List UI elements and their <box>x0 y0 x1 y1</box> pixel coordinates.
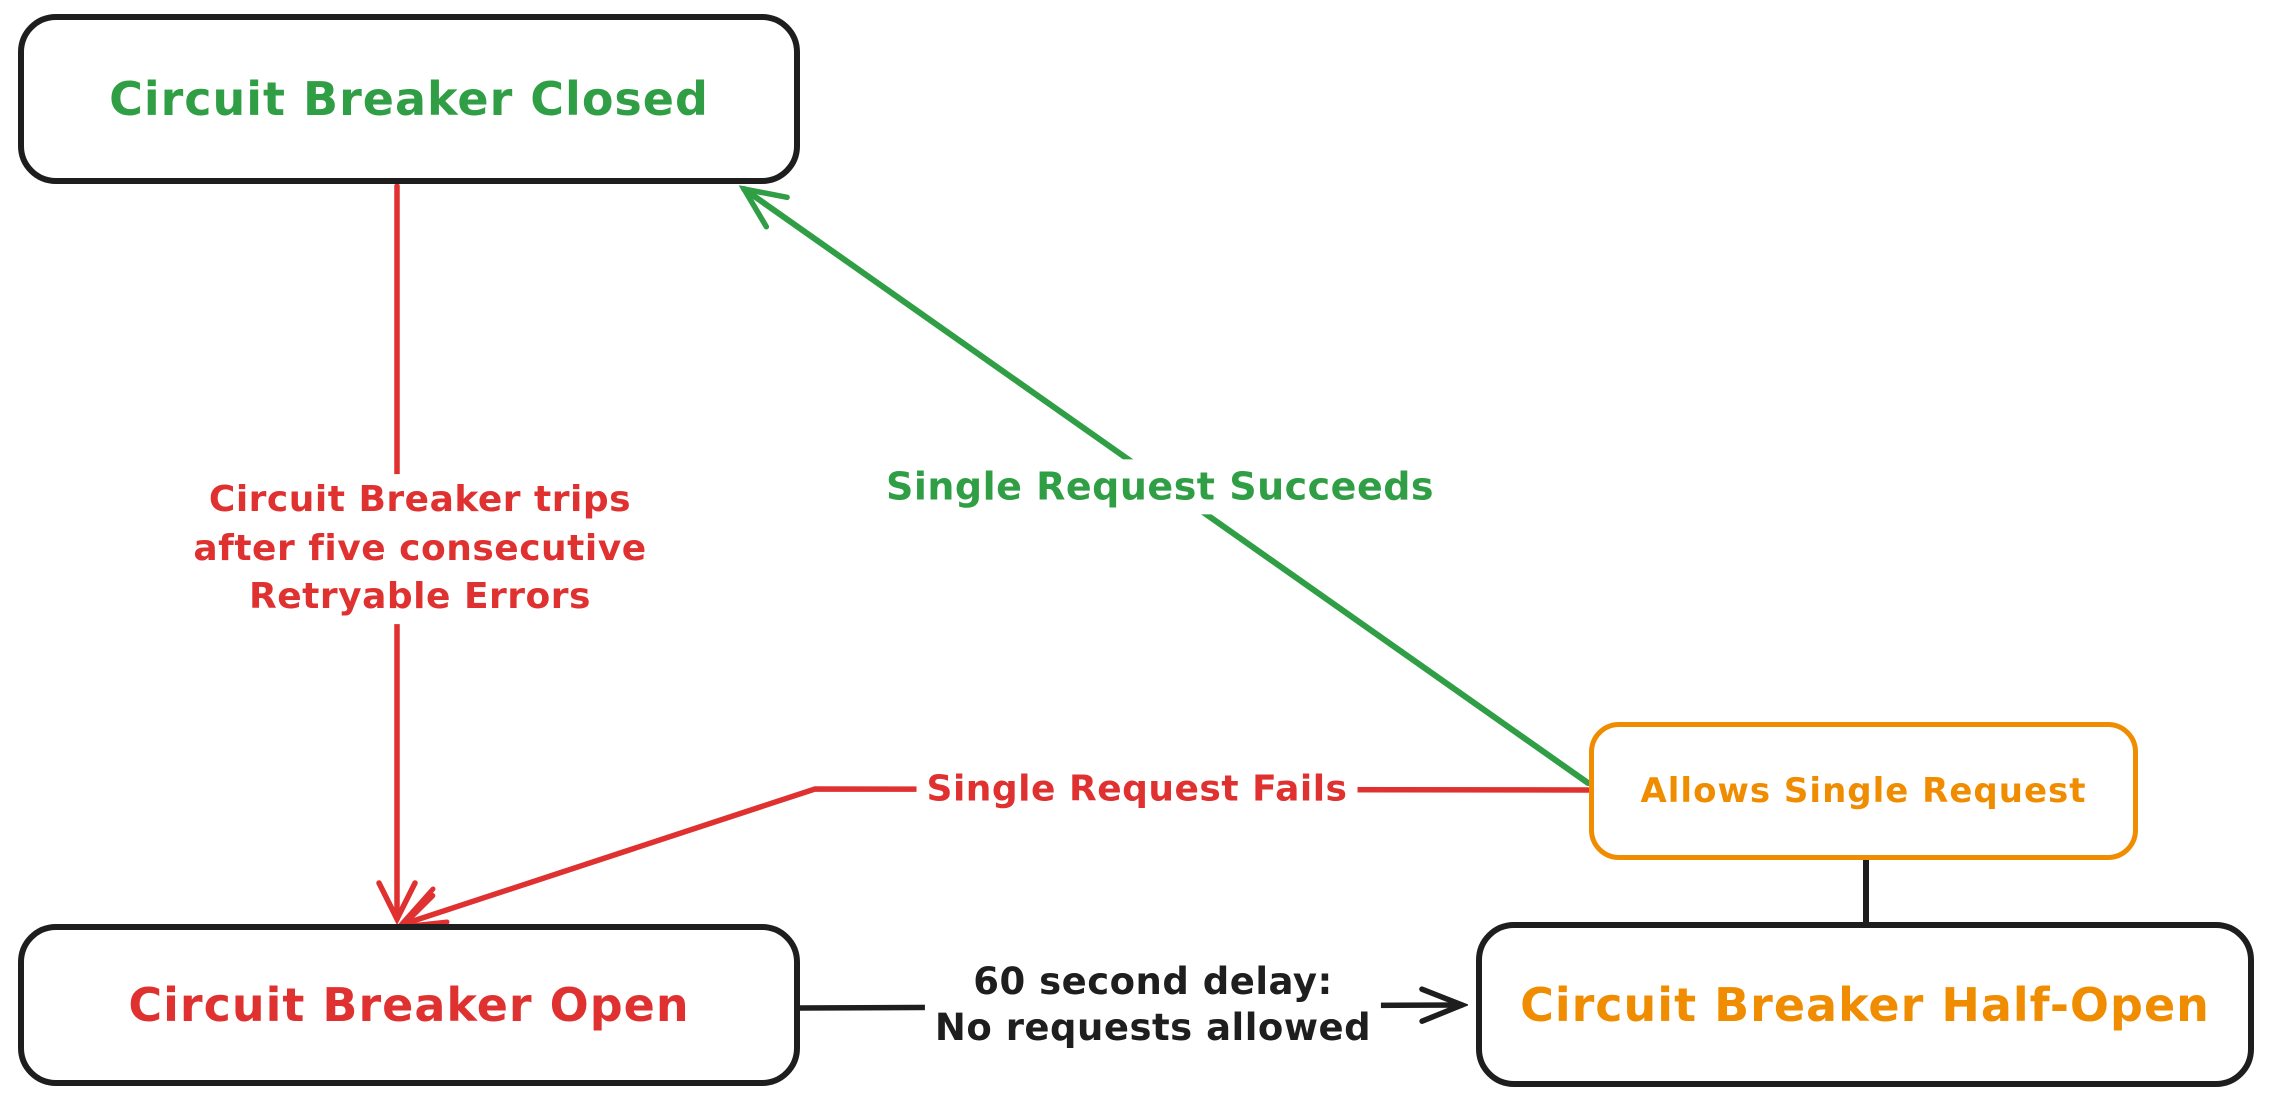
node-circuit-breaker-closed-label: Circuit Breaker Closed <box>109 72 709 126</box>
edge-label-delay-line-1: 60 second delay: <box>973 959 1333 1003</box>
node-allows-single-request-label: Allows Single Request <box>1640 771 2087 811</box>
edge-label-delay-line-2: No requests allowed <box>934 1006 1372 1049</box>
edge-label-trip-line-2: after five consecutive <box>193 527 647 569</box>
edge-label-succeeds: Single Request Succeeds <box>875 459 1445 515</box>
edge-fails-arrowhead-extra <box>397 886 450 930</box>
edge-label-delay: 60 second delay: No requests allowed <box>924 956 1382 1054</box>
node-circuit-breaker-closed: Circuit Breaker Closed <box>18 14 800 184</box>
edge-label-trip-line-3: Retryable Errors <box>249 576 591 618</box>
node-allows-single-request: Allows Single Request <box>1589 722 2138 860</box>
node-circuit-breaker-half-open: Circuit Breaker Half-Open <box>1476 922 2254 1087</box>
node-circuit-breaker-open: Circuit Breaker Open <box>18 924 800 1086</box>
node-circuit-breaker-open-label: Circuit Breaker Open <box>128 978 690 1032</box>
edge-label-trip: Circuit Breaker trips after five consecu… <box>183 474 657 624</box>
edge-label-fails: Single Request Fails <box>916 763 1358 817</box>
node-circuit-breaker-half-open-label: Circuit Breaker Half-Open <box>1520 977 2210 1032</box>
edge-label-trip-line-1: Circuit Breaker trips <box>208 479 632 521</box>
